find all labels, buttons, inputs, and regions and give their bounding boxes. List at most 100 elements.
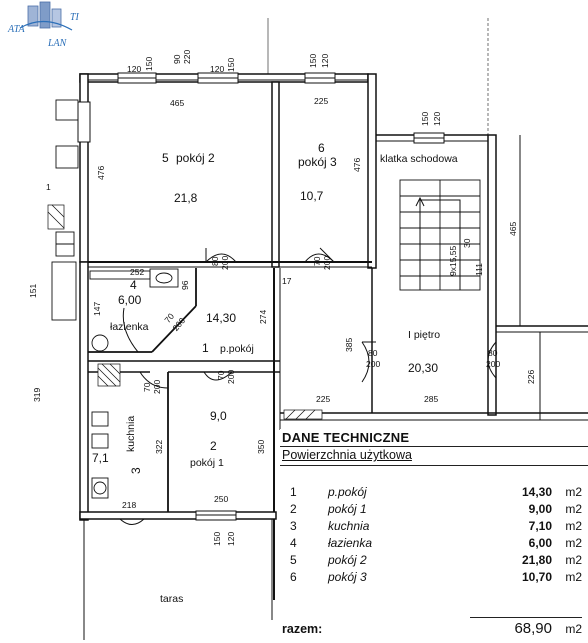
dim-385: 385 <box>344 338 354 352</box>
tech-row-number: 5 <box>290 553 297 567</box>
dim-476: 476 <box>96 166 106 180</box>
dim-200e: 200 <box>486 359 500 369</box>
tech-row-number: 1 <box>290 485 297 499</box>
dim-200: 200 <box>220 256 230 270</box>
dim-285: 285 <box>424 394 438 404</box>
dim-120x: 120 <box>226 532 236 546</box>
dim-96: 96 <box>180 280 190 290</box>
dim-top-120c: 120 <box>320 54 330 68</box>
tech-row-value: 7,10 <box>528 519 552 533</box>
tech-row-unit: m2 <box>565 502 582 516</box>
dim-200d: 200 <box>366 359 380 369</box>
dim-252: 252 <box>130 267 144 277</box>
tech-row: 6 pokój 3 10,70 m2 <box>290 570 582 585</box>
tech-row: 2 pokój 1 9,00 m2 <box>290 502 582 517</box>
room-pokoj3-num: 6 <box>318 141 325 155</box>
tech-total-value: 68,90 <box>514 620 552 637</box>
stairs-label: 9x15,55 <box>448 245 458 276</box>
dim-218: 218 <box>122 500 136 510</box>
room-pokoj3-area: 10,7 <box>300 189 324 203</box>
dim-319: 319 <box>32 388 42 402</box>
tech-row-number: 3 <box>290 519 297 533</box>
tech-row-name: pokój 2 <box>328 553 367 567</box>
room-kuchnia-num: 3 <box>129 467 143 474</box>
dim-274: 274 <box>258 310 268 324</box>
dim-225b: 225 <box>316 394 330 404</box>
dim-1: 1 <box>46 182 51 192</box>
room-ppokoj-area: 14,30 <box>206 311 236 325</box>
room-pokoj2-num: 5 <box>162 151 169 165</box>
tech-rule-total <box>470 617 582 618</box>
dim-70d: 70 <box>216 370 226 380</box>
room-pietro-area: 20,30 <box>408 361 438 375</box>
dim-200f: 200 <box>152 380 162 394</box>
dim-top-120b: 120 <box>210 64 224 74</box>
dim-top-150: 150 <box>144 57 154 71</box>
tech-row: 3 kuchnia 7,10 m2 <box>290 519 582 534</box>
tech-total-label: razem: <box>282 622 323 636</box>
room-kuchnia-area: 7,1 <box>92 451 109 465</box>
tech-row: 4 łazienka 6,00 m2 <box>290 536 582 551</box>
tech-row-unit: m2 <box>565 570 582 584</box>
tech-row-unit: m2 <box>565 519 582 533</box>
technical-data-panel: DANE TECHNICZNE Powierzchnia użytkowa 1 … <box>280 429 588 643</box>
tech-row-value: 6,00 <box>528 536 552 550</box>
dim-80c: 80 <box>488 348 498 358</box>
dim-226: 226 <box>526 370 536 384</box>
atalan-logo: ATA LAN TI <box>7 1 80 49</box>
tech-total-unit: m2 <box>565 622 582 636</box>
tech-row-name: kuchnia <box>328 519 370 533</box>
room-lazienka-name: łazienka <box>110 321 149 333</box>
windows <box>77 72 445 521</box>
dim-111: 111 <box>474 263 484 276</box>
dim-465r: 465 <box>508 222 518 236</box>
tech-row-value: 14,30 <box>521 485 552 499</box>
room-lazienka-num: 4 <box>130 278 137 292</box>
tech-row-unit: m2 <box>565 536 582 550</box>
tech-row: 1 p.pokój 14,30 m2 <box>290 485 582 500</box>
logo-text-tr: TI <box>70 12 80 23</box>
dim-225: 225 <box>314 96 328 106</box>
dim-350: 350 <box>256 440 266 454</box>
dim-151: 151 <box>28 284 38 298</box>
hatched-columns <box>47 204 323 420</box>
tech-row-name: łazienka <box>328 536 373 550</box>
tech-row-value: 21,80 <box>521 553 552 567</box>
tech-rule-sub <box>280 465 588 466</box>
room-lazienka-area: 6,00 <box>118 293 142 307</box>
dim-top-90: 90 <box>172 54 182 64</box>
dim-322: 322 <box>154 440 164 454</box>
tech-row-value: 9,00 <box>528 502 552 516</box>
tech-row-number: 6 <box>290 570 297 584</box>
tech-total: razem: 68,90 m2 <box>280 620 582 638</box>
dim-465: 465 <box>170 98 184 108</box>
staircase <box>399 179 481 291</box>
dim-top-150b: 150 <box>226 58 236 72</box>
tech-subtitle: Powierzchnia użytkowa <box>282 448 412 462</box>
room-pokoj1-name: pokój 1 <box>190 457 224 469</box>
fixtures <box>51 99 179 499</box>
logo-text-right: LAN <box>47 38 68 49</box>
room-pokoj1-num: 2 <box>210 439 217 453</box>
walls <box>79 18 588 640</box>
dim-120w: 120 <box>432 112 442 126</box>
tech-row-number: 4 <box>290 536 297 550</box>
dim-70: 70 <box>312 256 322 266</box>
room-ppokoj-num: 1 <box>202 341 209 355</box>
room-taras-name: taras <box>160 593 183 605</box>
dim-250: 250 <box>214 494 228 504</box>
doors <box>119 247 497 525</box>
room-pietro-name: I piętro <box>408 329 440 341</box>
room-labels: 5 pokój 2 21,8 6 pokój 3 10,7 klatka sch… <box>92 141 472 605</box>
dim-80: 80 <box>210 256 220 266</box>
room-ppokoj-name: p.pokój <box>220 343 254 355</box>
tech-row: 5 pokój 2 21,80 m2 <box>290 553 582 568</box>
room-klatka-name: klatka schodowa <box>380 153 458 165</box>
tech-row-name: pokój 3 <box>328 570 367 584</box>
dimensions: 120 150 90 220 120 150 150 120 465 225 4… <box>28 50 536 546</box>
dim-200g: 200 <box>226 370 236 384</box>
room-pokoj1-area: 9,0 <box>210 409 227 423</box>
dim-150w: 150 <box>420 112 430 126</box>
tech-row-value: 10,70 <box>521 570 552 584</box>
tech-row-unit: m2 <box>565 485 582 499</box>
